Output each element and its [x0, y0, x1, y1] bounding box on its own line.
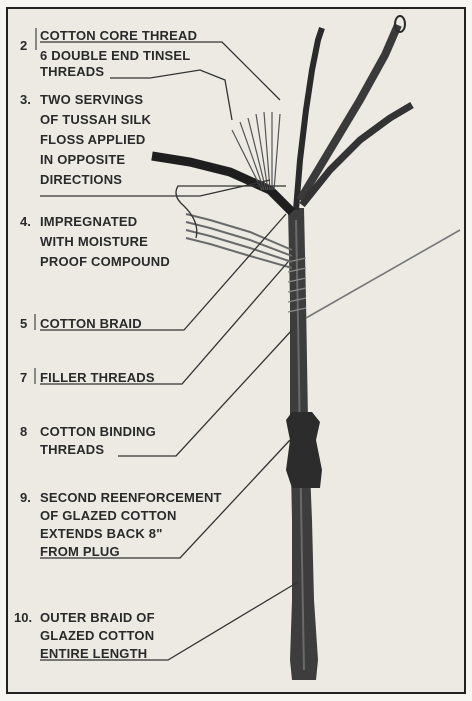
callout-8-line-1: COTTON BINDING	[40, 424, 156, 439]
fine-thread-fan	[231, 111, 281, 191]
callout-7-number: 7	[20, 370, 27, 385]
callout-9-line-2: OF GLAZED COTTON	[40, 508, 177, 523]
filler-filament	[305, 229, 461, 319]
callout-10-line-3: ENTIRE LENGTH	[40, 646, 147, 661]
callout-tinsel-line-1: 6 DOUBLE END TINSEL	[40, 48, 190, 63]
callout-4-line-2: WITH MOISTURE	[40, 234, 148, 249]
tinsel-loop	[394, 15, 406, 33]
filler-thread-bundle	[185, 213, 293, 269]
callout-10-line-1: OUTER BRAID OF	[40, 610, 155, 625]
callout-3-line-3: FLOSS APPLIED	[40, 132, 145, 147]
callout-4-number: 4.	[20, 214, 31, 229]
callout-9-number: 9.	[20, 490, 31, 505]
callout-4-line-3: PROOF COMPOUND	[40, 254, 170, 269]
cord-illustration	[151, 15, 461, 680]
callout-labels: 2 COTTON CORE THREAD 6 DOUBLE END TINSEL…	[14, 28, 222, 661]
callout-5-number: 5	[20, 316, 27, 331]
callout-9-line-4: FROM PLUG	[40, 544, 120, 559]
callout-9-line-1: SECOND REENFORCEMENT	[40, 490, 222, 505]
cord-reinforcement	[286, 412, 322, 488]
tinsel-branch-lower	[299, 101, 414, 208]
silk-floss-branch	[151, 151, 296, 216]
callout-9-line-3: EXTENDS BACK 8"	[40, 526, 163, 541]
callout-4-line-1: IMPREGNATED	[40, 214, 137, 229]
core-thread	[293, 27, 325, 211]
callout-10-line-2: GLAZED COTTON	[40, 628, 154, 643]
callout-2-line-1: COTTON CORE THREAD	[40, 28, 197, 43]
callout-3-line-2: OF TUSSAH SILK	[40, 112, 152, 127]
callout-8-line-2: THREADS	[40, 442, 104, 457]
callout-10-number: 10.	[14, 610, 32, 625]
callout-7-line-1: FILLER THREADS	[40, 370, 155, 385]
callout-5-line-1: COTTON BRAID	[40, 316, 142, 331]
callout-3-line-5: DIRECTIONS	[40, 172, 122, 187]
leader-lines	[40, 41, 299, 661]
callout-3-line-4: IN OPPOSITE	[40, 152, 125, 167]
tinsel-branch-upper	[296, 23, 402, 203]
callout-tinsel-line-2: THREADS	[40, 64, 104, 79]
callout-3-line-1: TWO SERVINGS	[40, 92, 143, 107]
callout-8-number: 8	[20, 424, 27, 439]
callout-3-number: 3.	[20, 92, 31, 107]
callout-2-number: 2	[20, 38, 27, 53]
